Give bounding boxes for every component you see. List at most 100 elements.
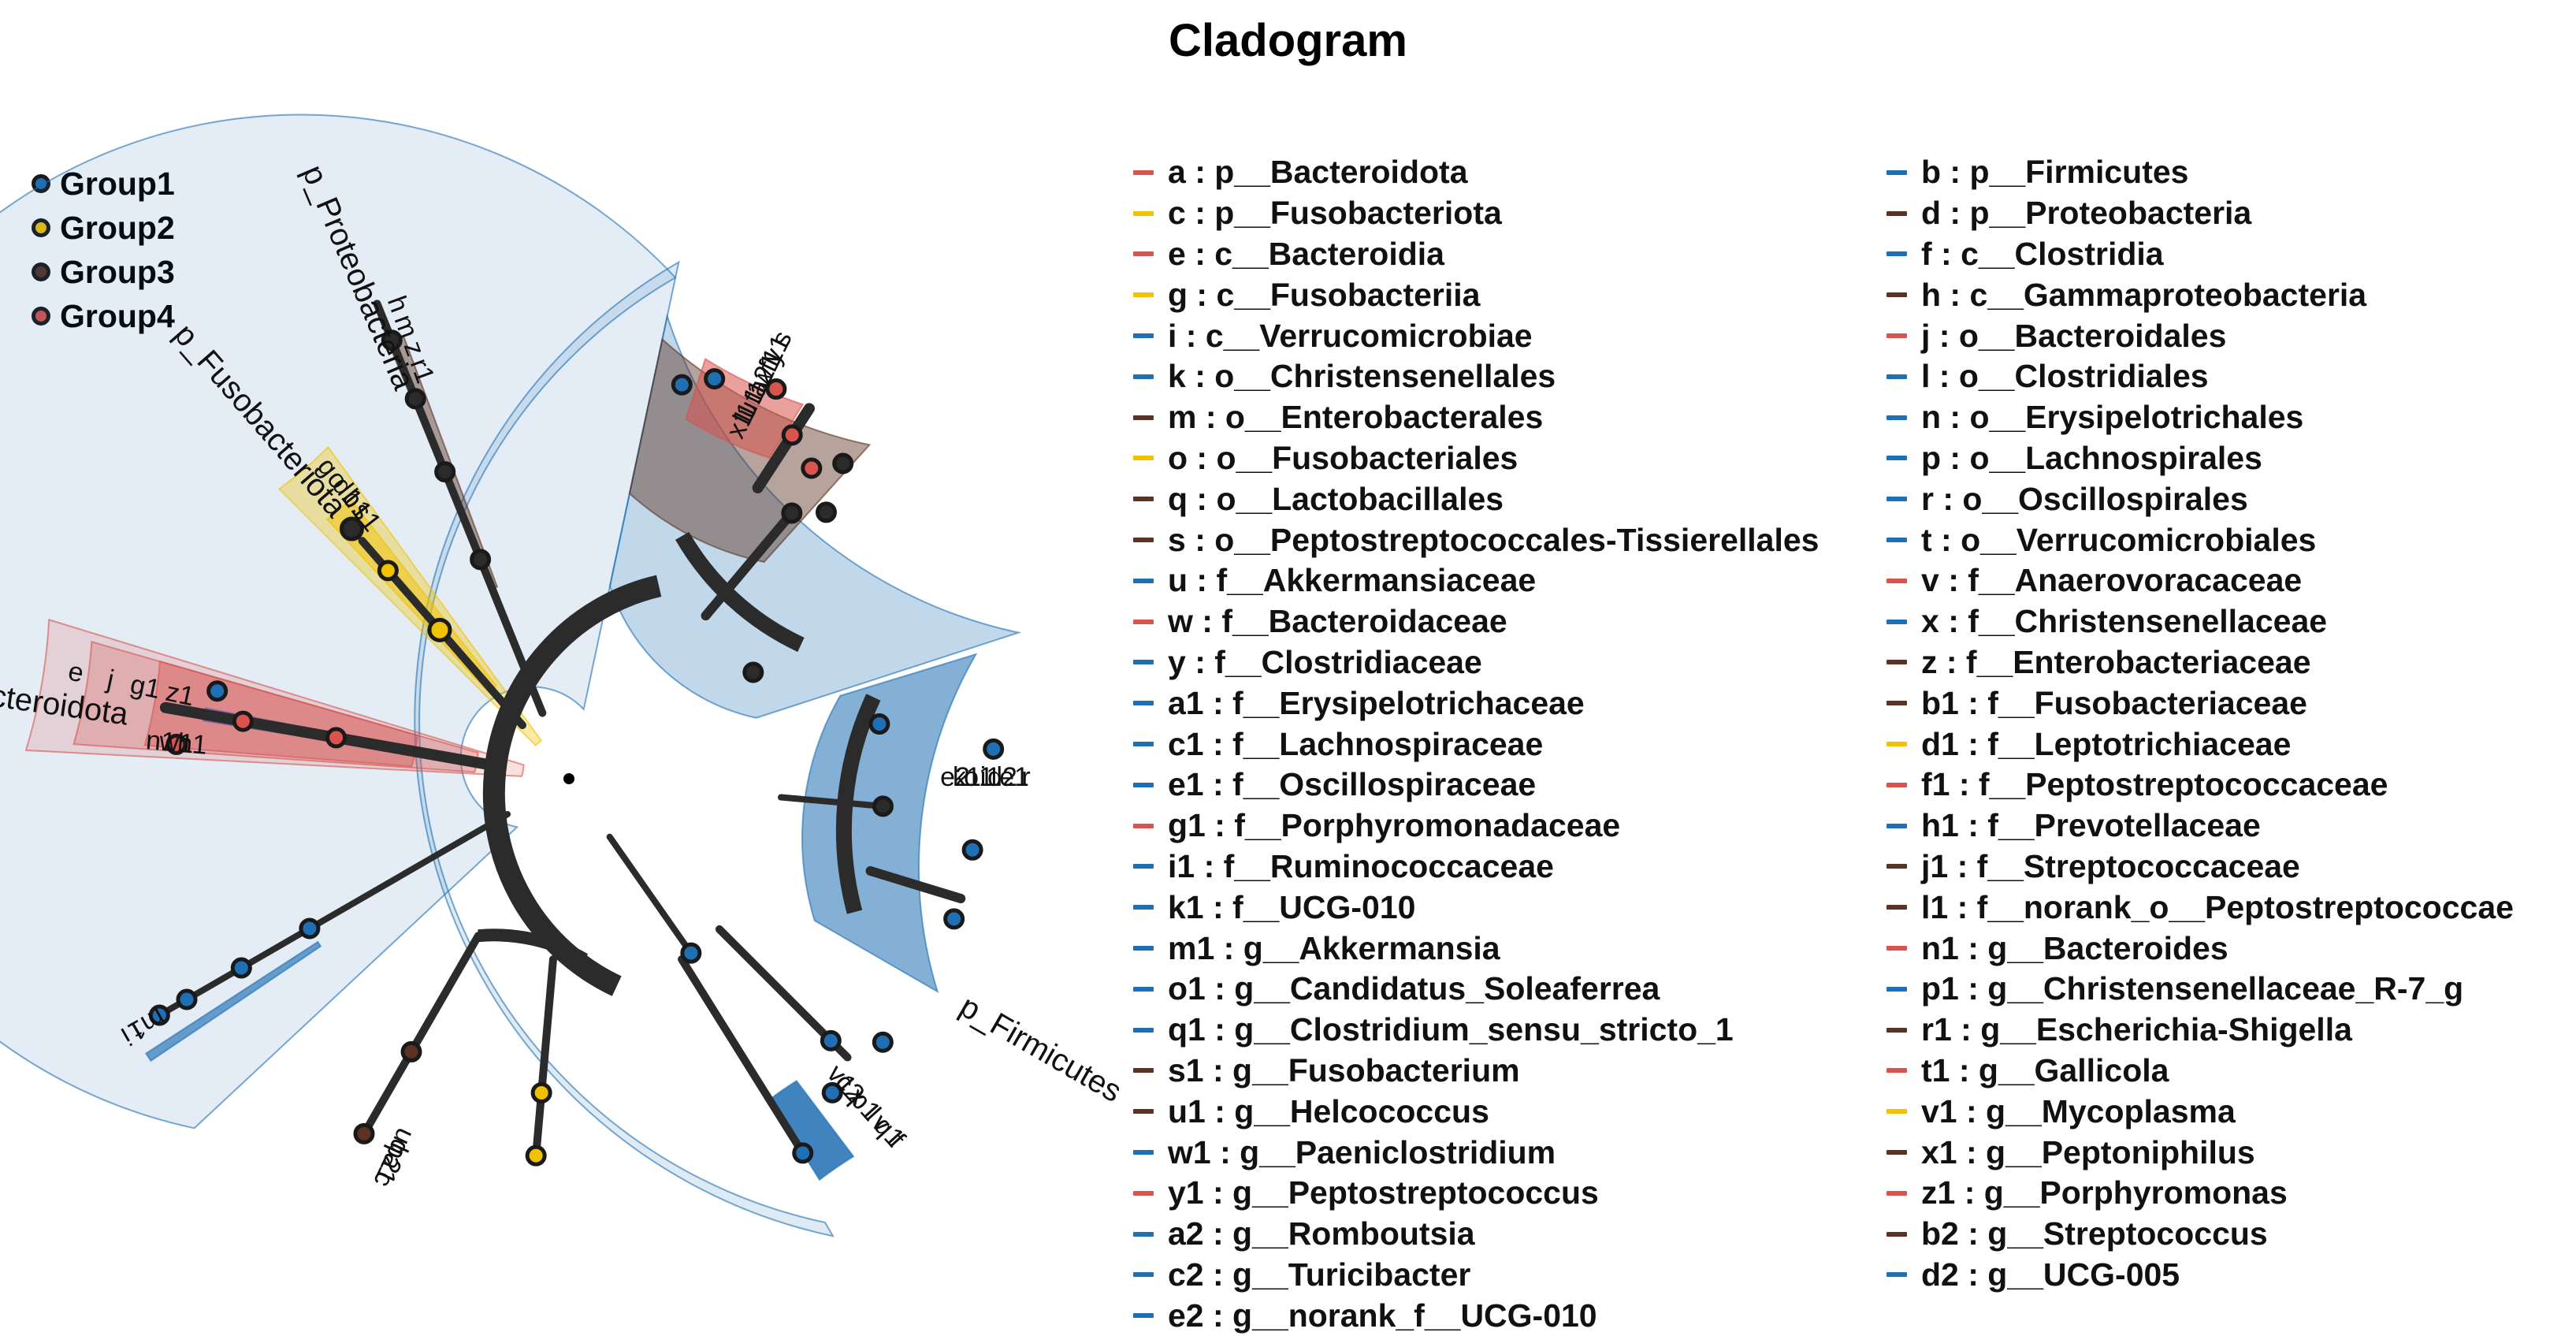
group-color-swatch	[1886, 292, 1907, 298]
group-color-swatch	[1886, 660, 1907, 665]
taxon-key-label: y1 : g__Peptostreptococcus	[1168, 1174, 1599, 1211]
group-legend-item: Group1	[32, 162, 175, 206]
taxon-key-label: x1 : g__Peptoniphilus	[1921, 1133, 2255, 1170]
group-color-swatch	[1133, 742, 1154, 747]
branch-ray	[532, 955, 557, 1160]
taxon-key-item: u1 : g__Helcococcus	[1133, 1091, 1819, 1132]
branch-ray	[701, 508, 797, 621]
tree-node	[165, 733, 188, 755]
tree-node	[427, 617, 452, 642]
taxon-key-label: w : f__Bacteroidaceae	[1168, 603, 1507, 640]
branch-ray	[777, 794, 887, 809]
branch-arc-bacilli	[478, 929, 589, 966]
taxon-key-label: l : o__Clostridiales	[1921, 358, 2209, 395]
group-color-swatch	[1133, 538, 1154, 543]
taxon-key-item: w : f__Bacteroidaceae	[1133, 601, 1819, 642]
taxon-key-label: b2 : g__Streptococcus	[1921, 1215, 2268, 1252]
group-color-swatch	[1886, 905, 1907, 910]
taxon-key-item: k1 : f__UCG-010	[1133, 887, 1819, 928]
group-color-swatch	[1886, 782, 1907, 787]
cladogram-tree: p_Bacteroidotap_Fusobacteriotap_Proteoba…	[0, 114, 1119, 1237]
taxon-key-item: n : o__Erysipelotrichales	[1886, 397, 2514, 438]
taxon-key-label: g : c__Fusobacteriia	[1168, 276, 1481, 313]
taxon-key-label: c : p__Fusobacteriota	[1168, 195, 1502, 232]
taxon-key-label: w1 : g__Paeniclostridium	[1168, 1133, 1556, 1170]
branch-ray	[865, 865, 966, 904]
taxon-key-label: c1 : f__Lachnospiraceae	[1168, 725, 1544, 762]
taxon-key-item: d2 : g__UCG-005	[1886, 1255, 2514, 1296]
tree-node	[434, 461, 456, 483]
taxon-key-item: e2 : g__norank_f__UCG-010	[1133, 1295, 1819, 1336]
taxon-key-item: x1 : g__Peptoniphilus	[1886, 1132, 2514, 1173]
group-color-swatch	[1133, 210, 1154, 216]
taxon-key-item: h : c__Gammaproteobacteria	[1886, 274, 2514, 315]
taxon-key-item: m1 : g__Akkermansia	[1133, 928, 1819, 969]
taxon-key-label: v1 : g__Mycoplasma	[1921, 1092, 2236, 1129]
taxon-key-item: k : o__Christensenellales	[1133, 356, 1819, 397]
taxon-key-item: m : o__Enterobacterales	[1133, 397, 1819, 438]
group-color-swatch	[1886, 1027, 1907, 1033]
taxon-key-item: i : c__Verrucomicrobiae	[1133, 315, 1819, 356]
taxon-key-item: e : c__Bacteroidia	[1133, 234, 1819, 275]
group-color-swatch	[1133, 374, 1154, 379]
group-color-swatch	[1133, 497, 1154, 502]
taxon-key-label: e1 : f__Oscillospiraceae	[1168, 766, 1537, 803]
tree-node	[781, 502, 803, 524]
group-color-swatch	[1133, 823, 1154, 828]
group-color-swatch	[1133, 782, 1154, 787]
group-color-swatch	[1133, 1150, 1154, 1156]
taxon-key-item: b1 : f__Fusobacteriaceae	[1886, 683, 2514, 724]
taxon-key-label: x : f__Christensenellaceae	[1921, 603, 2328, 640]
tree-node	[983, 738, 1005, 760]
taxon-key-label: d : p__Proteobacteria	[1921, 195, 2252, 232]
taxon-key-item: v1 : g__Mycoplasma	[1886, 1091, 2514, 1132]
group-marker-icon	[32, 307, 50, 326]
taxon-key-label: n : o__Erysipelotrichales	[1921, 399, 2304, 436]
taxon-key-item: u : f__Akkermansiaceae	[1133, 560, 1819, 601]
taxon-key-label: z1 : g__Porphyromonas	[1921, 1174, 2288, 1211]
tree-node	[821, 1081, 843, 1103]
tree-node	[943, 908, 965, 930]
group-color-swatch	[1886, 701, 1907, 706]
clade-firmicutes-outer-sector	[414, 260, 835, 1237]
group-color-swatch	[1886, 1068, 1907, 1074]
group-color-swatch	[1133, 619, 1154, 624]
taxon-key-item: z1 : g__Porphyromonas	[1886, 1173, 2514, 1214]
taxon-key-label: k : o__Christensenellales	[1168, 358, 1556, 395]
tree-node	[680, 942, 702, 964]
group-color-swatch	[1133, 1027, 1154, 1033]
tree-node	[704, 368, 726, 390]
branch-ray-proteobacteria	[373, 300, 547, 717]
taxon-key-label: e2 : g__norank_f__UCG-010	[1168, 1297, 1597, 1334]
taxon-key-label: a : p__Bacteroidota	[1168, 154, 1468, 191]
taxon-key-item: s1 : g__Fusobacterium	[1133, 1051, 1819, 1092]
taxon-key-item: a1 : f__Erysipelotrichaceae	[1133, 683, 1819, 724]
clade-letter-label: i1	[980, 762, 1001, 792]
taxon-key-label: i1 : f__Ruminococcaceae	[1168, 847, 1554, 884]
taxon-key-label: f : c__Clostridia	[1921, 235, 2164, 272]
tree-root	[563, 773, 574, 784]
taxon-key-item: w1 : g__Paeniclostridium	[1133, 1132, 1819, 1173]
group-color-swatch	[1886, 1231, 1907, 1237]
taxon-key-label: h : c__Gammaproteobacteria	[1921, 276, 2367, 313]
tree-node	[525, 1144, 547, 1167]
tree-node	[353, 1122, 375, 1144]
tree-node	[299, 917, 321, 940]
taxon-key-label: j1 : f__Streptococcaceae	[1921, 847, 2300, 884]
taxon-key-item: l : o__Clostridiales	[1886, 356, 2514, 397]
taxon-key-item: g : c__Fusobacteriia	[1133, 274, 1819, 315]
group-color-swatch	[1886, 986, 1907, 992]
group-color-swatch	[1886, 578, 1907, 583]
group-color-swatch	[1133, 251, 1154, 257]
taxon-key-label: a2 : g__Romboutsia	[1168, 1215, 1475, 1252]
taxon-key-item: j1 : f__Streptococcaceae	[1886, 847, 2514, 888]
taxon-key-item: f1 : f__Peptostreptococcaceae	[1886, 765, 2514, 806]
tree-node	[801, 457, 823, 479]
taxon-key-label: e : c__Bacteroidia	[1168, 235, 1444, 272]
tree-node	[872, 795, 894, 817]
taxon-key-label: m : o__Enterobacterales	[1168, 399, 1544, 436]
tree-node	[742, 661, 764, 683]
group-legend-label: Group1	[60, 165, 175, 202]
tree-node	[206, 680, 229, 702]
